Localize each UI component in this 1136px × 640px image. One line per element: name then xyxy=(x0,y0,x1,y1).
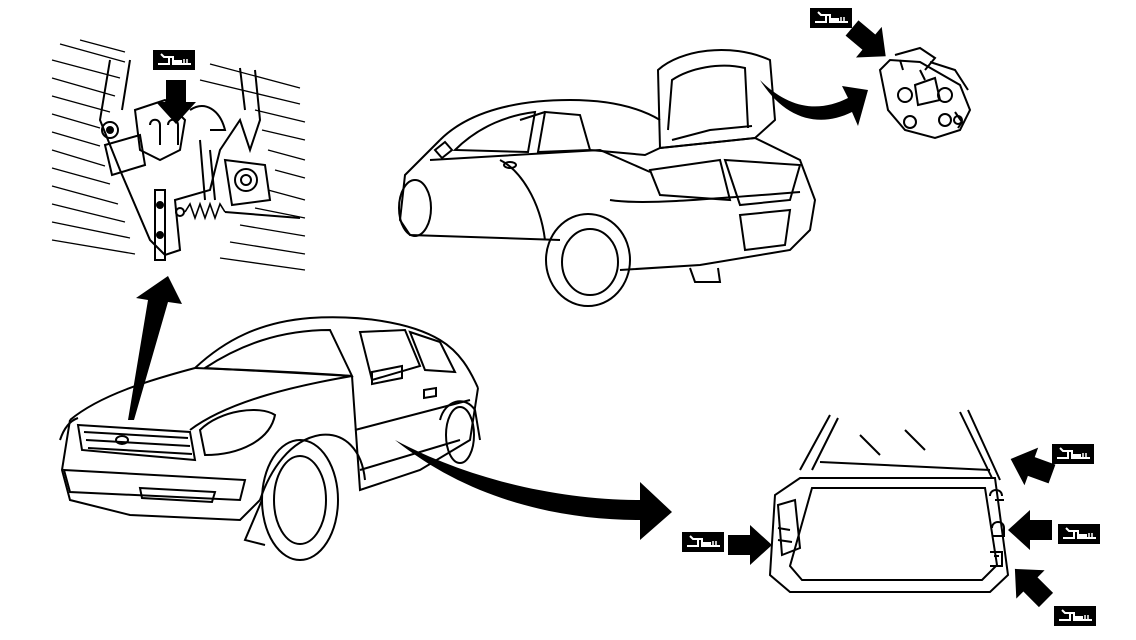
trunk-hinge-inset xyxy=(878,46,972,140)
grease-symbol-trunk-hinge xyxy=(809,7,853,29)
grease-arrow-door-check-middle xyxy=(1008,510,1052,550)
door-pointer-arrow xyxy=(395,440,672,540)
grease-symbol-hood-lock xyxy=(152,49,196,71)
grease-arrow-door-check-upper xyxy=(1003,440,1059,493)
grease-symbol-door-check-upper xyxy=(1051,443,1095,465)
front-car xyxy=(59,316,481,561)
grease-symbol-door-check-lower xyxy=(1053,605,1097,627)
rear-car xyxy=(398,49,817,307)
grease-arrow-door-check-lower xyxy=(1000,554,1061,615)
hood-lock-inset xyxy=(51,39,306,271)
trunk-pointer-arrow xyxy=(760,80,868,126)
grease-symbol-door-check-middle xyxy=(1057,523,1101,545)
hood-pointer-arrow xyxy=(128,276,182,420)
grease-symbol-door-hinge xyxy=(681,531,725,553)
grease-arrow-door-hinge xyxy=(728,525,772,565)
door-inset xyxy=(768,409,1010,593)
radiator-hatching xyxy=(51,39,306,271)
grease-arrow-hood-lock xyxy=(156,80,196,124)
